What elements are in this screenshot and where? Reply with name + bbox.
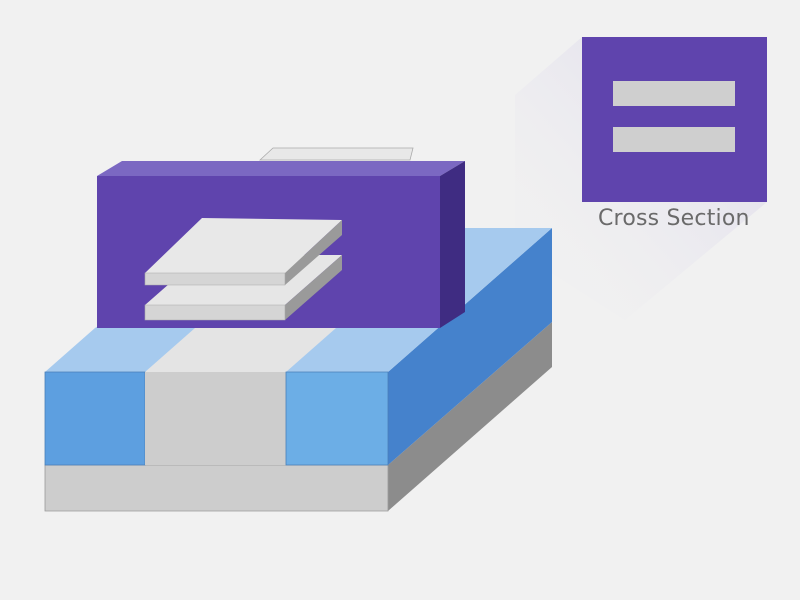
- nanosheet-upper-front: [144, 272, 286, 286]
- nanosheet-upper-top: [145, 218, 342, 273]
- cross-section-sheet-lower: [613, 127, 735, 152]
- contact-top: [258, 147, 414, 161]
- gate-side: [440, 161, 465, 328]
- nanosheet-upper-side: [285, 220, 342, 285]
- substrate: [44, 322, 552, 512]
- fin-front: [145, 372, 286, 465]
- cross-section-sheet-upper: [613, 81, 735, 106]
- fin-top: [145, 328, 336, 372]
- cross-section-inset: [582, 37, 767, 202]
- substrate-side: [388, 322, 552, 511]
- isolation-front-left: [44, 371, 146, 466]
- nanosheets: [144, 218, 342, 321]
- substrate-front: [44, 464, 389, 512]
- gate-contact-block: [258, 147, 414, 161]
- cross-section-label: Cross Section: [598, 206, 750, 231]
- isolation-front-right: [285, 371, 389, 466]
- isolation-side: [388, 228, 552, 465]
- cross-section-projection-shadow: [515, 37, 767, 320]
- nanosheet-lower-side: [285, 255, 342, 320]
- nanosheet-lower-front: [144, 304, 286, 321]
- cross-section-gate: [582, 37, 767, 202]
- gate-top: [97, 161, 465, 176]
